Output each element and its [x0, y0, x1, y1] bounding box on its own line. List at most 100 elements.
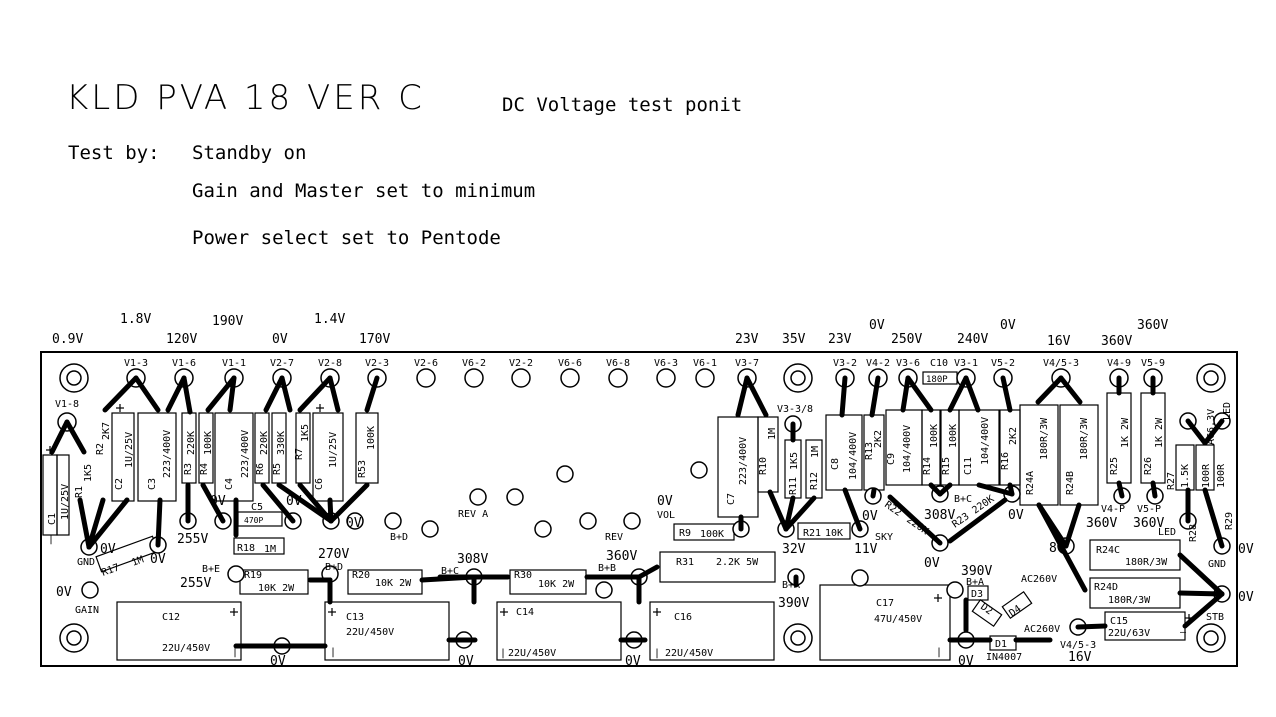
component-value: 1M — [810, 446, 821, 458]
component-ref: C16 — [674, 612, 692, 623]
component-ref: R9 — [679, 528, 691, 539]
component-ref: C2 — [114, 478, 125, 490]
voltage-label: 255V — [180, 576, 211, 591]
svg-text:|: | — [232, 647, 238, 658]
component-value: 1K5 — [83, 464, 94, 482]
component-ref: C10 — [930, 358, 948, 369]
net-label: GND — [1208, 559, 1226, 570]
voltage-label: 120V — [166, 332, 197, 347]
component-ref: R1 — [74, 486, 85, 498]
voltage-label: 250V — [891, 332, 922, 347]
component-value: 22U/450V — [346, 627, 394, 638]
pin-label: V1-3 — [124, 358, 148, 369]
test-condition-standby: Standby on — [192, 142, 307, 164]
component-value: 220K — [259, 431, 270, 455]
net-label: SKY — [875, 532, 893, 543]
net-label: LED — [1222, 402, 1233, 420]
voltage-label: 0V — [1008, 508, 1024, 523]
component-value: 10K 2W — [258, 583, 295, 594]
voltage-label: 11V — [854, 542, 878, 557]
component-value: IN4007 — [986, 652, 1022, 663]
schematic-title: KLD PVA 18 VER C — [66, 78, 425, 118]
pin-label: V2-6 — [414, 358, 438, 369]
component-value: 180P — [926, 375, 948, 385]
component-value: 100R — [1201, 463, 1212, 488]
voltage-label: 0V — [657, 494, 673, 509]
voltage-label: 0V — [346, 516, 362, 531]
component-labels: C1 1U/25V R1 1K5 R2 2K7 C2 1U/25V C3 223… — [47, 417, 1235, 542]
pin-label: V6-6 — [558, 358, 582, 369]
component-value: 1U/25V — [60, 484, 71, 520]
component-ref: R5 — [272, 463, 283, 475]
tube-pin-labels: V1-3 V1-6 V1-1 V2-7 V2-8 V2-3 V2-6 V6-2 … — [55, 358, 1165, 415]
component-value: 10K 2W — [375, 578, 412, 589]
component-ref: R31 — [676, 557, 694, 568]
voltage-label: 35V — [782, 332, 806, 347]
net-label: GAIN — [75, 605, 99, 616]
voltage-label: 1.8V — [120, 312, 151, 327]
voltage-label: 16V — [1068, 650, 1092, 665]
component-ref: R6 — [255, 463, 266, 475]
component-ref: R7 — [294, 448, 305, 460]
net-label: B+D — [390, 532, 408, 543]
pin-label: V3-7 — [735, 358, 759, 369]
component-ref: R53 — [357, 460, 368, 478]
component-ref: R21 — [803, 528, 821, 539]
component-value: 180R/3W — [1079, 417, 1090, 460]
component-value: 100K — [948, 424, 959, 448]
net-label: B+C — [954, 494, 972, 505]
component-value: 180R/3W — [1039, 417, 1050, 460]
test-condition-gain-master: Gain and Master set to minimum — [192, 180, 536, 202]
component-value: 1K 2W — [1154, 417, 1165, 448]
board-net-labels: GND GAIN GND STB LED AC6.3V LED SKY VOL … — [75, 402, 1233, 651]
net-label: AC260V — [1021, 574, 1057, 585]
component-value: 180R/3W — [1108, 595, 1151, 606]
component-ref: C7 — [726, 493, 737, 505]
component-ref: D3 — [971, 589, 983, 600]
component-ref: R2 — [95, 443, 106, 455]
voltage-label: 360V — [1101, 334, 1132, 349]
polarity-marks — [46, 404, 1193, 622]
pin-label: V5-2 — [991, 358, 1015, 369]
component-value: 223/400V — [240, 430, 251, 478]
component-ref: R19 — [244, 570, 262, 581]
pin-label: V2-3 — [365, 358, 389, 369]
voltage-label: 308V — [924, 508, 955, 523]
voltage-label: 0V — [924, 556, 940, 571]
component-value: 1U/25V — [328, 432, 339, 468]
component-ref: R18 — [237, 543, 255, 554]
component-value: 100K — [366, 426, 377, 450]
schematic-subtitle: DC Voltage test ponit — [502, 94, 743, 116]
component-ref: R20 — [352, 570, 370, 581]
component-value: 1K 2W — [1120, 417, 1131, 448]
component-ref: D2 — [978, 601, 994, 617]
net-label: B+A — [782, 580, 800, 591]
voltage-label: 0V — [625, 654, 641, 669]
voltage-label: 308V — [457, 552, 488, 567]
svg-text:|: | — [48, 534, 54, 545]
pin-label: V1-6 — [172, 358, 196, 369]
voltage-label: 360V — [1133, 516, 1164, 531]
net-label: V4/5-3 — [1060, 640, 1096, 651]
component-value: 22U/63V — [1108, 628, 1150, 639]
voltage-label: 0V — [958, 654, 974, 669]
net-label: VOL — [657, 510, 675, 521]
pin-label: V3-2 — [833, 358, 857, 369]
voltage-label: 23V — [735, 332, 759, 347]
component-ref: R16 — [1000, 452, 1011, 470]
component-value: 1M — [130, 554, 145, 568]
voltage-label: 0V — [869, 318, 885, 333]
voltage-label: 16V — [1047, 334, 1071, 349]
component-ref: C1 — [47, 513, 58, 525]
component-ref: R22 — [882, 499, 903, 518]
net-label: REV A — [458, 509, 488, 520]
component-value: 22U/450V — [162, 643, 210, 654]
component-ref: R14 — [922, 457, 933, 475]
net-label: B+C — [441, 566, 459, 577]
voltage-label: 240V — [957, 332, 988, 347]
voltage-label: 0V — [270, 654, 286, 669]
pin-label: V6-8 — [606, 358, 630, 369]
pin-label: V3-3/8 — [777, 404, 813, 415]
component-value: 100R — [1216, 463, 1227, 488]
